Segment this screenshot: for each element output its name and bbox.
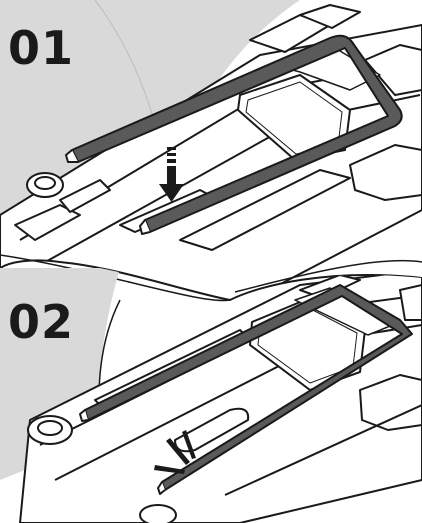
panel-step-01: 01 [0, 0, 422, 300]
u-clip [79, 284, 413, 495]
u-clip [65, 34, 403, 235]
down-arrow-icon [159, 147, 184, 202]
step-label-01: 01 [8, 21, 74, 75]
step-label-02: 02 [8, 295, 74, 349]
pivot-knob [27, 415, 177, 523]
panel-divider [0, 259, 422, 302]
panel-step-02: 02 [0, 268, 422, 523]
click-lines-icon [154, 430, 196, 474]
pivot-knob [26, 172, 64, 198]
